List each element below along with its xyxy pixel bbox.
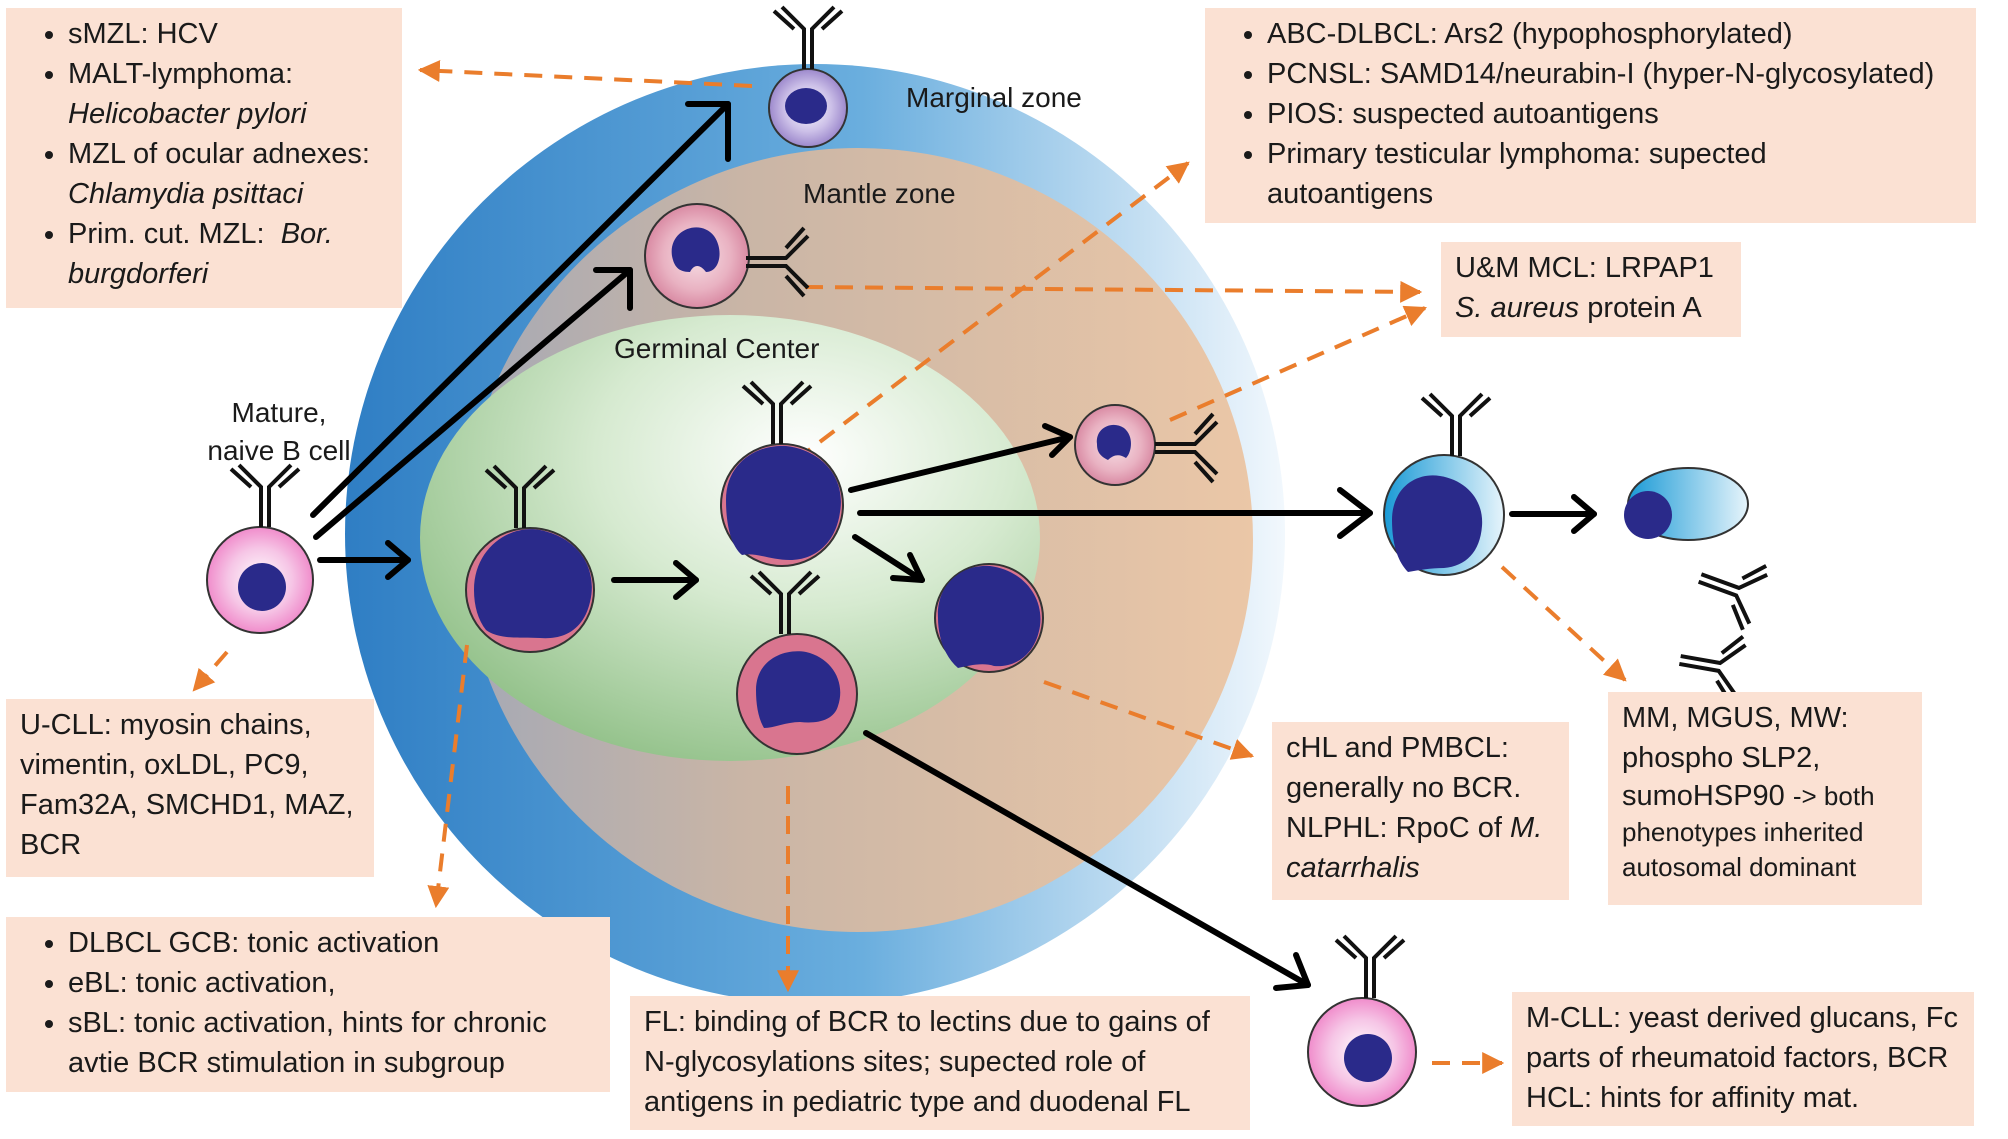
germinal-center-b-cell-4 xyxy=(934,563,1044,673)
arrow-naive-to-marginal xyxy=(310,101,731,518)
mcll-line-1: M-CLL: yeast derived glucans, Fc xyxy=(1526,1002,1958,1034)
fl-antigen-box: FL: binding of BCR to lectins due to gai… xyxy=(630,996,1250,1130)
arrow-naive-to-mantle xyxy=(313,267,633,540)
mm-mgus-mw-antigen-box: MM, MGUS, MW: phospho SLP2, sumoHSP90 ->… xyxy=(1608,692,1922,905)
germinal-center-b-cell-2 xyxy=(720,380,844,567)
chl-pmbcl-antigen-box: cHL and PMBCL: generally no BCR. NLPHL: … xyxy=(1272,722,1569,900)
mm-line-3: sumoHSP90 -> both xyxy=(1622,780,1875,812)
naive-b-cell-label-line2: naive B cell xyxy=(207,435,351,466)
mzl-item-3: MZL of ocular adnexes:Chlamydia psittaci xyxy=(68,134,388,214)
plasma-cell xyxy=(1383,392,1505,576)
mm-line-1: MM, MGUS, MW: xyxy=(1622,702,1849,734)
chl-line-3: NLPHL: RpoC of M. xyxy=(1286,812,1543,844)
dashed-arrow-abc xyxy=(794,161,1190,462)
arrow-to-mcll-cell xyxy=(863,730,1311,988)
germinal-center-b-cell-1 xyxy=(465,464,595,653)
abc-item-2: PCNSL: SAMD14/neurabin-I (hyper-N-glycos… xyxy=(1267,54,1962,94)
mm-line-2: phospho SLP2, xyxy=(1622,742,1821,774)
chl-line-4: catarrhalis xyxy=(1286,852,1420,884)
arrow-to-memory-cell xyxy=(852,534,925,583)
arrow-to-small-cell xyxy=(848,434,1073,493)
chl-line-2: generally no BCR. xyxy=(1286,772,1522,804)
arrowhead-centrocyte xyxy=(673,560,699,600)
marginal-zone-label: Marginal zone xyxy=(906,82,1082,113)
arrowhead-mature-plasma xyxy=(1571,494,1597,534)
dlbcl-gcb-antigen-box: DLBCL GCB: tonic activation eBL: tonic a… xyxy=(6,917,610,1092)
naive-b-cell xyxy=(206,463,314,634)
arrowhead-small-cell xyxy=(1042,423,1073,458)
mcl-line-2: S. aureus protein A xyxy=(1455,292,1702,324)
ucll-antigen-box: U-CLL: myosin chains, vimentin, oxLDL, P… xyxy=(6,699,374,877)
dashed-arrow-mcl-1 xyxy=(804,280,1423,303)
abc-item-4: Primary testicular lymphoma: supectedaut… xyxy=(1267,134,1962,214)
arrowhead-marginal xyxy=(685,101,731,162)
mcl-antigen-box: U&M MCL: LRPAP1 S. aureus protein A xyxy=(1441,242,1741,337)
fl-line-1: FL: binding of BCR to lectins due to gai… xyxy=(644,1006,1210,1038)
germinal-center-label: Germinal Center xyxy=(614,333,820,364)
mature-plasma-cell xyxy=(1624,467,1749,541)
mcll-line-3: HCL: hints for affinity mat. xyxy=(1526,1082,1860,1114)
mantle-zone-b-cell xyxy=(644,203,810,309)
mm-line-5: autosomal dominant xyxy=(1622,852,1857,882)
marginal-zone-b-cell xyxy=(768,5,848,148)
dashed-arrow-ucll xyxy=(192,650,229,692)
dashed-arrow-mzl xyxy=(417,59,753,88)
dashed-arrow-mm xyxy=(1500,565,1627,682)
naive-b-cell-label-line1: Mature, xyxy=(231,397,327,428)
dashed-arrow-chl xyxy=(1043,680,1255,760)
mcl-line-1: U&M MCL: LRPAP1 xyxy=(1455,252,1714,284)
mm-line-4: phenotypes inherited xyxy=(1622,817,1864,847)
arrowhead-memory-cell xyxy=(890,552,925,583)
mzl-item-4: Prim. cut. MZL: Bor.burgdorferi xyxy=(68,214,388,294)
abc-dlbcl-antigen-box: ABC-DLBCL: Ars2 (hypophosphorylated) PCN… xyxy=(1205,8,1976,223)
arrowhead-gc xyxy=(385,540,411,580)
dlbcl-item-2: eBL: tonic activation, xyxy=(68,963,596,1003)
fl-line-2: N-glycosylations sites; supected role of xyxy=(644,1046,1146,1078)
arrowhead-mcll-cell xyxy=(1273,952,1311,991)
ucll-line-3: Fam32A, SMCHD1, MAZ, xyxy=(20,789,354,821)
germinal-center-b-cell-3 xyxy=(736,570,858,755)
abc-item-1: ABC-DLBCL: Ars2 (hypophosphorylated) xyxy=(1267,14,1962,54)
fl-line-3: antigens in pediatric type and duodenal … xyxy=(644,1086,1191,1118)
naive-b-cell-label: Mature, naive B cell xyxy=(204,394,354,470)
ucll-line-2: vimentin, oxLDL, PC9, xyxy=(20,749,309,781)
mcll-line-2: parts of rheumatoid factors, BCR xyxy=(1526,1042,1949,1074)
ucll-line-4: BCR xyxy=(20,829,82,861)
mzl-item-1: sMZL: HCV xyxy=(68,14,388,54)
ucll-line-1: U-CLL: myosin chains, xyxy=(20,709,312,741)
chl-line-1: cHL and PMBCL: xyxy=(1286,732,1509,764)
dashed-arrow-dlbcl xyxy=(427,644,469,909)
arrowhead-mantle xyxy=(593,267,633,311)
mcll-hcl-antigen-box: M-CLL: yeast derived glucans, Fc parts o… xyxy=(1512,992,1974,1126)
arrowhead-plasma-cell xyxy=(1337,487,1373,539)
dlbcl-item-1: DLBCL GCB: tonic activation xyxy=(68,923,596,963)
dlbcl-item-3: sBL: tonic activation, hints for chronic… xyxy=(68,1003,596,1083)
abc-item-3: PIOS: suspected autoantigens xyxy=(1267,94,1962,134)
mzl-item-2: MALT-lymphoma:Helicobacter pylori xyxy=(68,54,388,134)
dashed-arrow-mcl-2 xyxy=(1169,305,1428,422)
mcll-b-cell xyxy=(1307,934,1417,1107)
free-antibody-1 xyxy=(1686,544,1772,634)
mzl-antigen-box: sMZL: HCV MALT-lymphoma:Helicobacter pyl… xyxy=(6,8,402,308)
mantle-zone-label: Mantle zone xyxy=(803,178,956,209)
mantle-b-cell-small xyxy=(1074,404,1219,486)
